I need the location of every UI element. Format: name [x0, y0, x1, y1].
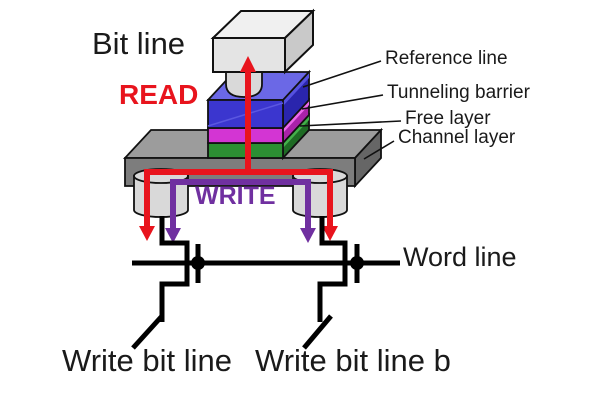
red-arrowhead-right-down: [322, 226, 338, 241]
right-wordline-junction-dot: [350, 256, 364, 270]
free-leader-line: [299, 120, 402, 127]
left-access-transistor: [131, 216, 205, 350]
access-transistor-circuit: [131, 216, 400, 350]
tunneling-leader-line: [301, 94, 384, 110]
write-bit-line-b-label: Write bit line b: [255, 343, 451, 378]
channel-layer-label: Channel layer: [398, 127, 516, 148]
left-via-pillar: [133, 168, 189, 218]
read-label: READ: [119, 79, 199, 110]
bit-line-label: Bit line: [92, 26, 186, 61]
right-bitline-slash: [302, 314, 333, 350]
label-leader-lines: [299, 60, 402, 160]
right-access-transistor: [302, 216, 364, 350]
free-layer-label: Free layer: [405, 108, 491, 129]
tunneling-barrier-label: Tunneling barrier: [387, 82, 530, 103]
write-bit-line-label: Write bit line: [62, 343, 232, 378]
reference-right-highlight: [283, 72, 309, 106]
purple-current-path: [165, 179, 316, 243]
read-arrowhead-up: [240, 56, 256, 72]
electrode-front-face: [212, 37, 286, 73]
bit-line-electrode: [210, 8, 316, 75]
reference-leader-line: [302, 60, 382, 88]
write-label: WRITE: [195, 182, 276, 210]
red-current-path: [139, 56, 338, 241]
right-via-pillar: [292, 168, 348, 218]
purple-arrowhead-left-down: [165, 228, 181, 243]
channel-leader-line: [363, 140, 395, 160]
red-arrowhead-left-down: [139, 226, 155, 241]
word-line-label: Word line: [403, 242, 517, 272]
right-transistor-channel-wire: [317, 216, 348, 322]
left-bitline-slash: [131, 314, 164, 350]
reference-line-label: Reference line: [385, 48, 508, 69]
red-write-loop: [144, 169, 333, 228]
left-transistor-channel-wire: [159, 216, 190, 322]
purple-arrowhead-right-down: [300, 228, 316, 243]
purple-write-loop: [170, 179, 311, 230]
left-wordline-junction-dot: [191, 256, 205, 270]
